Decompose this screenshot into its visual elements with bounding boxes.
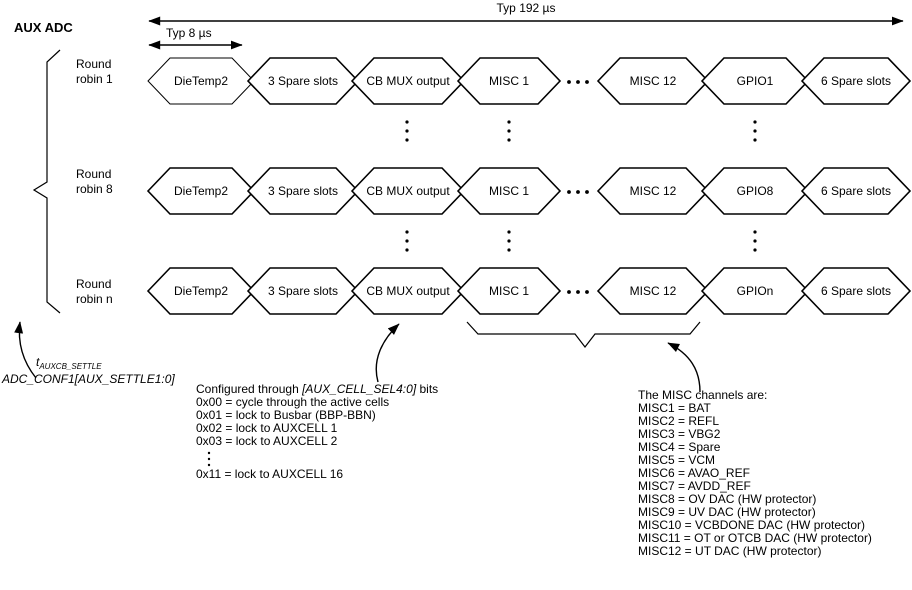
cell-sel-line-0: Configured through [AUX_CELL_SEL4:0] bit…: [196, 382, 438, 396]
row-2-slot-cbmux: CB MUX output: [350, 167, 466, 215]
row-2-slot-spare3: 3 Spare slots: [246, 167, 360, 215]
cell-sel-line-5: 0x11 = lock to AUXCELL 16: [196, 467, 343, 481]
misc-note-line-5: MISC6 = AVAO_REF: [638, 466, 750, 480]
settle-time-callout: tAUXCB_SETTLE ADC_CONF1[AUX_SETTLE1:0]: [1, 321, 175, 386]
cell-sel-line-4: 0x03 = lock to AUXCELL 2: [196, 434, 338, 448]
round-robin-brace: [32, 49, 61, 314]
total-period-dimension: Typ 192 µs: [148, 1, 904, 26]
slot-label: GPIO8: [737, 184, 774, 198]
row-3-slot-spare6: 6 Spare slots: [800, 267, 912, 315]
row-2-slot-spare6: 6 Spare slots: [800, 167, 912, 215]
cell-sel-vertical-ellipsis: [207, 451, 211, 467]
cell-sel-note: Configured through [AUX_CELL_SEL4:0] bit…: [196, 382, 438, 481]
settle-register: ADC_CONF1[AUX_SETTLE1:0]: [1, 372, 175, 386]
slot-label: CB MUX output: [366, 184, 450, 198]
vertical-ellipsis-col-gpio-1: [753, 120, 757, 142]
row-2-slot-misc12: MISC 12: [596, 167, 710, 215]
cb-mux-callout-arrow: [375, 323, 400, 383]
cell-sel-line-1: 0x00 = cycle through the active cells: [196, 395, 389, 409]
misc-note-line-3: MISC4 = Spare: [638, 440, 721, 454]
vertical-ellipsis-col-misc1-2: [507, 230, 511, 252]
row-1-label-line1: Round: [76, 57, 111, 71]
row-2-slot-misc1: MISC 1: [456, 167, 562, 215]
slot-period-dimension: Typ 8 µs: [148, 26, 243, 50]
row-3-slot-cbmux: CB MUX output: [350, 267, 466, 315]
row-1-slot-gpio: GPIO1: [700, 57, 810, 105]
total-period-label: Typ 192 µs: [497, 1, 556, 15]
settle-symbol: tAUXCB_SETTLE: [36, 355, 102, 371]
row-3-slot-misc12: MISC 12: [596, 267, 710, 315]
row-2-label-line2: robin 8: [76, 182, 113, 196]
misc-note-heading: The MISC channels are:: [638, 388, 767, 402]
row-3-slot-dietemp2: DieTemp2: [146, 267, 256, 315]
misc-callout-arrow: [667, 342, 701, 393]
slot-label: MISC 1: [489, 284, 529, 298]
row-3-label-line1: Round: [76, 277, 111, 291]
row-2-horizontal-ellipsis: [567, 190, 589, 194]
slot-label: MISC 1: [489, 184, 529, 198]
misc-note-line-9: MISC10 = VCBDONE DAC (HW protector): [638, 518, 865, 532]
slot-label: DieTemp2: [174, 74, 228, 88]
row-1-horizontal-ellipsis: [567, 80, 589, 84]
misc-note-line-1: MISC2 = REFL: [638, 414, 719, 428]
slot-label: MISC 1: [489, 74, 529, 88]
page-title: AUX ADC: [14, 20, 73, 35]
misc-note-line-2: MISC3 = VBG2: [638, 427, 721, 441]
slot-label: MISC 12: [630, 284, 677, 298]
slot-label: CB MUX output: [366, 284, 450, 298]
vertical-ellipsis-col-misc1-1: [507, 120, 511, 142]
slot-label: 3 Spare slots: [268, 184, 338, 198]
slot-label: DieTemp2: [174, 184, 228, 198]
row-3-horizontal-ellipsis: [567, 290, 589, 294]
slot-label: 3 Spare slots: [268, 74, 338, 88]
cell-sel-line-3: 0x02 = lock to AUXCELL 1: [196, 421, 338, 435]
misc-note-line-7: MISC8 = OV DAC (HW protector): [638, 492, 816, 506]
row-1-slot-misc1: MISC 1: [456, 57, 562, 105]
row-1-slot-spare6: 6 Spare slots: [800, 57, 912, 105]
slot-label: CB MUX output: [366, 74, 450, 88]
slot-period-label: Typ 8 µs: [166, 26, 212, 40]
misc-note-line-11: MISC12 = UT DAC (HW protector): [638, 544, 821, 558]
cell-sel-line-2: 0x01 = lock to Busbar (BBP-BBN): [196, 408, 376, 422]
round-robin-row-8: Round robin 8 DieTemp2 3 Spare slots CB …: [76, 167, 912, 215]
row-1-slot-spare3: 3 Spare slots: [246, 57, 360, 105]
slot-label: GPIO1: [737, 74, 774, 88]
row-1-slot-misc12: MISC 12: [596, 57, 710, 105]
slot-label: MISC 12: [630, 74, 677, 88]
vertical-ellipsis-col-cbmux-1: [405, 120, 409, 142]
misc-note-line-6: MISC7 = AVDD_REF: [638, 479, 751, 493]
slot-label: 6 Spare slots: [821, 184, 891, 198]
row-1-slot-cbmux: CB MUX output: [350, 57, 466, 105]
slot-label: 6 Spare slots: [821, 284, 891, 298]
misc-note-line-8: MISC9 = UV DAC (HW protector): [638, 505, 816, 519]
row-2-label-line1: Round: [76, 167, 111, 181]
row-3-slot-gpio: GPIOn: [700, 267, 810, 315]
misc-note-line-0: MISC1 = BAT: [638, 401, 711, 415]
slot-label: MISC 12: [630, 184, 677, 198]
vertical-ellipsis-col-gpio-2: [753, 230, 757, 252]
row-2-slot-dietemp2: DieTemp2: [146, 167, 256, 215]
misc-note-line-4: MISC5 = VCM: [638, 453, 715, 467]
misc-channels-note: The MISC channels are: MISC1 = BAT MISC2…: [638, 388, 872, 558]
slot-label: 3 Spare slots: [268, 284, 338, 298]
row-1-slot-dietemp2: DieTemp2: [147, 57, 255, 105]
round-robin-row-n: Round robin n DieTemp2 3 Spare slots CB …: [76, 267, 912, 315]
vertical-ellipsis-col-cbmux-2: [405, 230, 409, 252]
row-3-slot-misc1: MISC 1: [456, 267, 562, 315]
slot-label: GPIOn: [737, 284, 774, 298]
slot-label: 6 Spare slots: [821, 74, 891, 88]
slot-label: DieTemp2: [174, 284, 228, 298]
row-1-label-line2: robin 1: [76, 72, 113, 86]
row-3-label-line2: robin n: [76, 292, 113, 306]
misc-channels-brace: [466, 321, 701, 348]
round-robin-row-1: Round robin 1 DieTemp2 3 Spare slots CB …: [76, 57, 912, 105]
misc-note-line-10: MISC11 = OT or OTCB DAC (HW protector): [638, 531, 872, 545]
row-2-slot-gpio: GPIO8: [700, 167, 810, 215]
row-3-slot-spare3: 3 Spare slots: [246, 267, 360, 315]
